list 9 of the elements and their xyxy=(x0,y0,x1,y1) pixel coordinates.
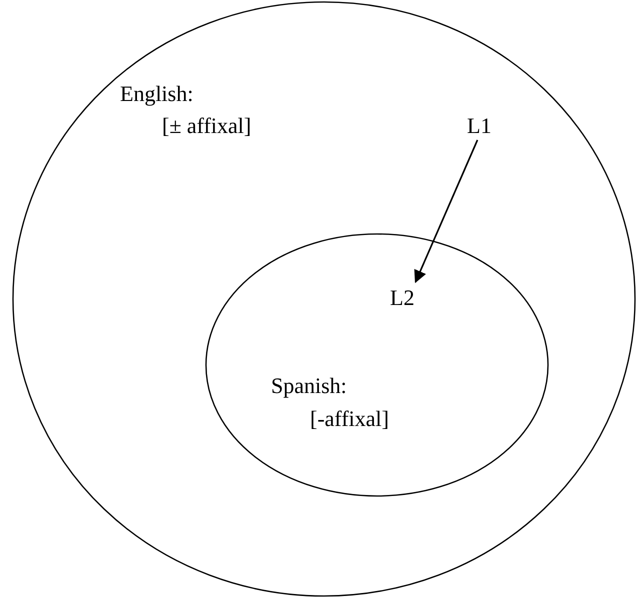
node-label: L1 xyxy=(467,113,492,139)
set-circle xyxy=(12,1,636,597)
node-label: L2 xyxy=(390,285,414,311)
arrow xyxy=(414,140,478,284)
set-circle xyxy=(205,233,549,497)
set-label: Spanish: xyxy=(271,375,347,397)
set-label: [-affixal] xyxy=(310,408,389,430)
set-label: [± affixal] xyxy=(162,115,252,137)
set-label: English: xyxy=(120,83,194,105)
